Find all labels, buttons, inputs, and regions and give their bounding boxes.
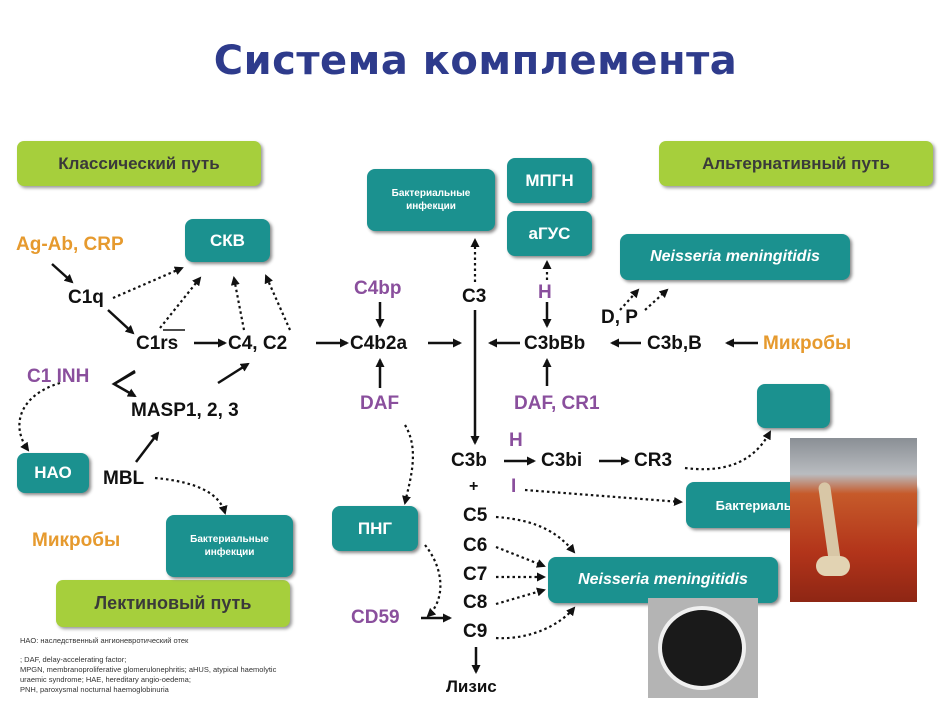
dotted-i-bact: [524, 488, 683, 506]
c3bb-label: C3b,B: [647, 333, 702, 354]
i-label: I: [511, 476, 517, 497]
c1inh-label: C1 INH: [27, 366, 90, 387]
c8-label: C8: [463, 592, 488, 613]
dotted-c4-skv: [230, 276, 246, 331]
microbes-left-label: Микробы: [32, 530, 121, 551]
c1q-label: C1q: [68, 287, 104, 308]
plus-label: +: [469, 478, 479, 495]
footnote-daf: ; DAF, delay-accelerating factor;: [20, 655, 127, 664]
mpgn-box: МПГН: [507, 158, 592, 203]
cd59-label: CD59: [351, 607, 400, 628]
c4-c2-label: C4, C2: [228, 333, 288, 354]
daf-cr1-label: DAF, CR1: [514, 393, 600, 414]
dotted-c1rs-skv: [159, 276, 202, 329]
c7-label: C7: [463, 564, 488, 585]
dotted-daf-png: [402, 424, 415, 505]
dotted-png-cd59: [424, 544, 442, 618]
c3bbb-label: C3bBb: [524, 333, 586, 354]
masp-label: MASP1, 2, 3: [131, 400, 239, 421]
dotted-dp-neisseria-2: [644, 288, 669, 311]
agab-crp-label: Ag-Ab, CRP: [16, 234, 124, 255]
c5-label: C5: [463, 505, 488, 526]
dotted-c2-skv: [264, 274, 292, 331]
arrow-masp-c4: [217, 362, 250, 385]
c3bi-label: C3bi: [541, 450, 583, 471]
arrow-agab-c1q: [51, 263, 74, 284]
dotted-c8-neisseria: [495, 587, 546, 606]
cr3-label: CR3: [634, 450, 673, 471]
bacterial-infections-lectin-box: Бактериальные инфекции: [166, 515, 293, 577]
c1inh-bracket: [113, 369, 136, 386]
arrow-c1q-c1rs: [107, 309, 135, 335]
h-top-label: H: [538, 282, 552, 303]
dotted-mbl-bact: [154, 476, 228, 515]
c6-label: C6: [463, 535, 488, 556]
daf-label: DAF: [360, 393, 400, 414]
c3b-label: C3b: [451, 450, 487, 471]
classical-pathway-label: Классический путь: [17, 141, 261, 186]
microscopy-photo: [790, 438, 917, 602]
c3-label: C3: [462, 286, 487, 307]
png-box: ПНГ: [332, 506, 418, 551]
footnote-mpgn: MPGN, membranoproliferative glomerulonep…: [20, 665, 277, 674]
neisseria-bottom-box: Neisseria meningitidis: [548, 557, 778, 603]
bacterial-infections-top-box: Бактериальные инфекции: [367, 169, 495, 231]
footnote-hao: HAO: наследственный ангионевротический о…: [20, 636, 189, 645]
lysis-label: Лизис: [446, 677, 497, 696]
arrow-mbl-masp: [135, 431, 160, 463]
footnote-hae: uraemic syndrome; HAE, hereditary angio-…: [20, 675, 191, 684]
dotted-dp-neisseria-1: [619, 288, 640, 311]
empty-teal-box: [757, 384, 830, 428]
cell-photo: [648, 598, 758, 698]
alternative-pathway-label: Альтернативный путь: [659, 141, 933, 186]
hao-box: НАО: [17, 453, 89, 493]
neisseria-top-box: Neisseria meningitidis: [620, 234, 850, 280]
footnote-pnh: PNH, paroxysmal nocturnal haemoglobinuri…: [20, 685, 169, 694]
skv-box: СКВ: [185, 219, 270, 262]
c9-label: C9: [463, 621, 488, 642]
dotted-c1inh-hao: [18, 381, 61, 452]
c4b2a-label: C4b2a: [350, 333, 408, 354]
dotted-c5-neisseria: [495, 515, 576, 554]
dotted-cr3-box: [684, 430, 771, 471]
c1rs-label: C1rs: [136, 333, 179, 354]
lectin-pathway-label: Лектиновый путь: [56, 580, 290, 627]
dotted-c9-neisseria: [495, 606, 576, 640]
dp-label: D, P: [601, 307, 638, 328]
dotted-c6-neisseria: [495, 545, 546, 568]
mbl-label: MBL: [103, 468, 145, 489]
h-mid-label: H: [509, 430, 523, 451]
agus-box: аГУС: [507, 211, 592, 256]
dotted-c1q-skv: [112, 266, 184, 300]
arrow-c1inh-masp: [111, 370, 137, 398]
page-title: Система комплемента: [213, 38, 738, 84]
c4bp-label: C4bp: [354, 278, 402, 299]
microbes-right-label: Микробы: [763, 333, 852, 354]
